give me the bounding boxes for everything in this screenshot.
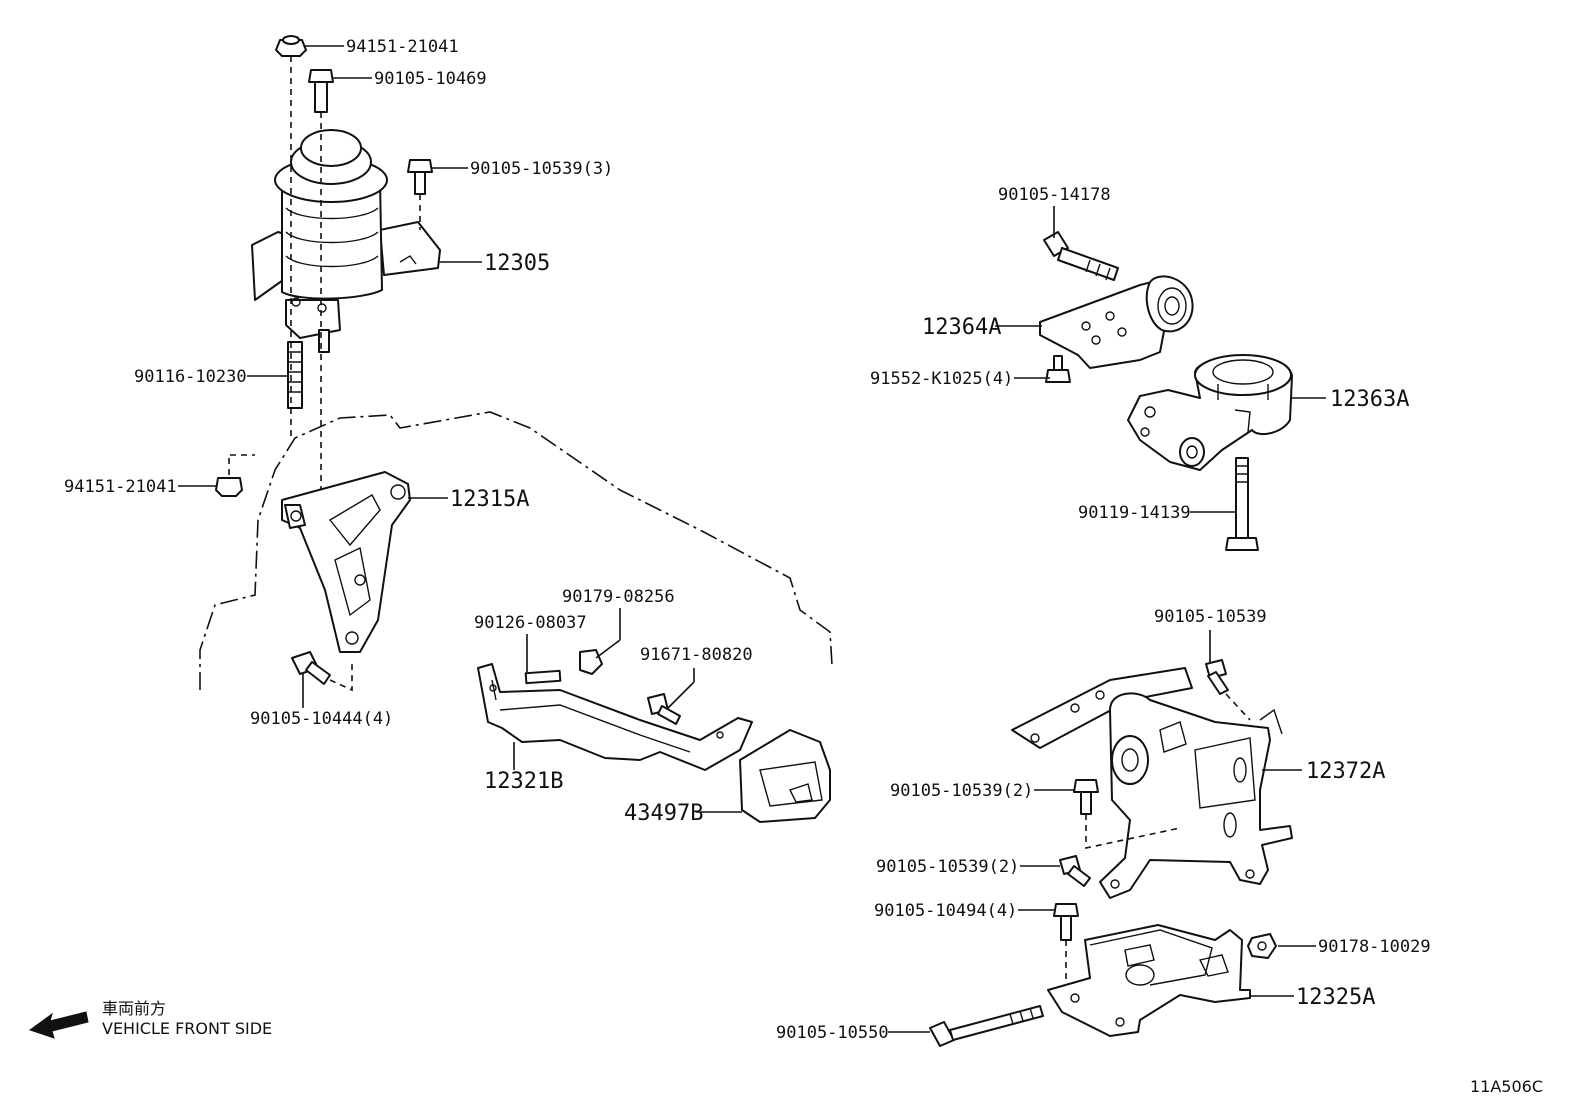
label-90105-10494-4: 90105-10494(4) [874, 901, 1017, 921]
bracket-12325A [1047, 924, 1251, 1037]
label-91671-80820: 91671-80820 [640, 645, 753, 665]
label-12305: 12305 [484, 251, 550, 276]
label-90178-10029: 90178-10029 [1318, 937, 1431, 957]
bolt-90105-10469 [308, 69, 334, 113]
nut-94151-21041-top [275, 35, 307, 57]
label-12321B: 12321B [484, 769, 563, 794]
label-12372A: 12372A [1306, 759, 1385, 784]
legend-japanese: 車両前方 [102, 999, 166, 1018]
bracket-12321B [477, 663, 753, 771]
label-94151-21041-left: 94151-21041 [64, 477, 177, 497]
mount-12372A [1011, 667, 1293, 899]
label-90119-14139: 90119-14139 [1078, 503, 1191, 523]
legend-english: VEHICLE FRONT SIDE [102, 1019, 272, 1038]
bolt-90105-14178 [1043, 231, 1119, 281]
stud-lower-right [318, 329, 330, 353]
bolt-90105-10550 [929, 1005, 1044, 1047]
bolt-90119-14139 [1225, 457, 1259, 551]
label-43497B: 43497B [624, 801, 703, 826]
bolt-91671-80820 [647, 693, 681, 725]
engine-outline [199, 411, 833, 690]
leader-lines [178, 45, 1326, 1033]
bolt-90105-10444 [291, 651, 331, 685]
label-12325A: 12325A [1296, 985, 1375, 1010]
label-90105-10539-3: 90105-10539(3) [470, 159, 613, 179]
nut-94151-21041-left [215, 477, 243, 497]
bolt-90105-10494 [1053, 903, 1079, 941]
label-90105-14178: 90105-14178 [998, 185, 1111, 205]
label-12315A: 12315A [450, 487, 529, 512]
front-direction-legend: 車両前方 VEHICLE FRONT SIDE [28, 999, 272, 1039]
bolt-90105-10539-top [1205, 659, 1229, 695]
label-90105-10539-2b: 90105-10539(2) [876, 857, 1019, 877]
label-90105-10469: 90105-10469 [374, 69, 487, 89]
label-90105-10550: 90105-10550 [776, 1023, 889, 1043]
label-12364A: 12364A [922, 315, 1001, 340]
nut-90178-10029 [1247, 933, 1277, 959]
label-90116-10230: 90116-10230 [134, 367, 247, 387]
stud-90116-10230 [287, 341, 303, 409]
mount-12363A [1127, 354, 1293, 471]
label-90105-10539: 90105-10539 [1154, 607, 1267, 627]
label-90105-10539-2a: 90105-10539(2) [890, 781, 1033, 801]
dash-90105-10539-top [1225, 693, 1251, 721]
label-90179-08256: 90179-08256 [562, 587, 675, 607]
label-90105-10444-4: 90105-10444(4) [250, 709, 393, 729]
nut-90179-08256 [579, 649, 603, 675]
bolt-90105-10539-2b [1059, 855, 1091, 887]
bolt-90105-10539-2a [1073, 779, 1099, 815]
label-91552-K1025-4: 91552-K1025(4) [870, 369, 1013, 389]
dash-90105-10444 [329, 660, 353, 692]
stud-90126-08037 [524, 669, 562, 685]
bracket-12315A [281, 471, 411, 653]
label-94151-21041-top: 94151-21041 [346, 37, 459, 57]
cover-43497B [739, 729, 831, 823]
drawing-code: 11A506C [1470, 1077, 1543, 1096]
label-90126-08037: 90126-08037 [474, 613, 587, 633]
front-arrow-icon [28, 1011, 89, 1039]
bracket-12364A [1039, 275, 1194, 369]
label-12363A: 12363A [1330, 387, 1409, 412]
dash-90105-10539-2a [1085, 814, 1181, 849]
bolt-90105-10539-3 [407, 159, 433, 195]
